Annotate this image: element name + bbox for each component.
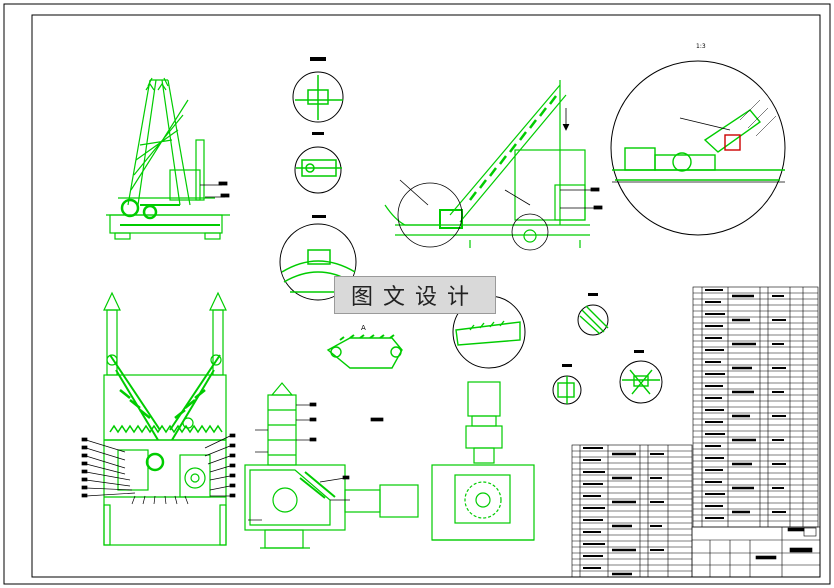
detail-circle-5 — [577, 293, 609, 336]
section-a-label: A — [361, 324, 366, 332]
detail-circle-6 — [552, 364, 582, 405]
bom-table-upper — [692, 286, 819, 528]
watermark-banner: 图文设计 — [334, 276, 496, 314]
bom-table-lower — [571, 444, 693, 578]
front-view-callouts — [200, 181, 230, 198]
section-a-view: A — [326, 324, 403, 369]
detail-circle-7 — [619, 350, 663, 404]
gearbox-view — [244, 382, 419, 549]
bottom-left-assembly — [103, 291, 227, 546]
scale-label: 1:3 — [696, 43, 706, 50]
side-view-conveyor — [384, 80, 590, 248]
motor-side-view — [431, 381, 535, 541]
gearbox-callouts — [248, 402, 384, 521]
large-detail-view: 1:3 — [610, 43, 786, 236]
inner-border — [31, 14, 821, 578]
detail-circle-2 — [294, 132, 342, 194]
title-block — [691, 526, 821, 578]
outer-border — [3, 3, 831, 585]
front-view-tower — [106, 77, 230, 240]
bottom-left-callouts — [81, 433, 236, 505]
side-view-details — [397, 108, 603, 251]
detail-circle-1 — [292, 57, 344, 123]
